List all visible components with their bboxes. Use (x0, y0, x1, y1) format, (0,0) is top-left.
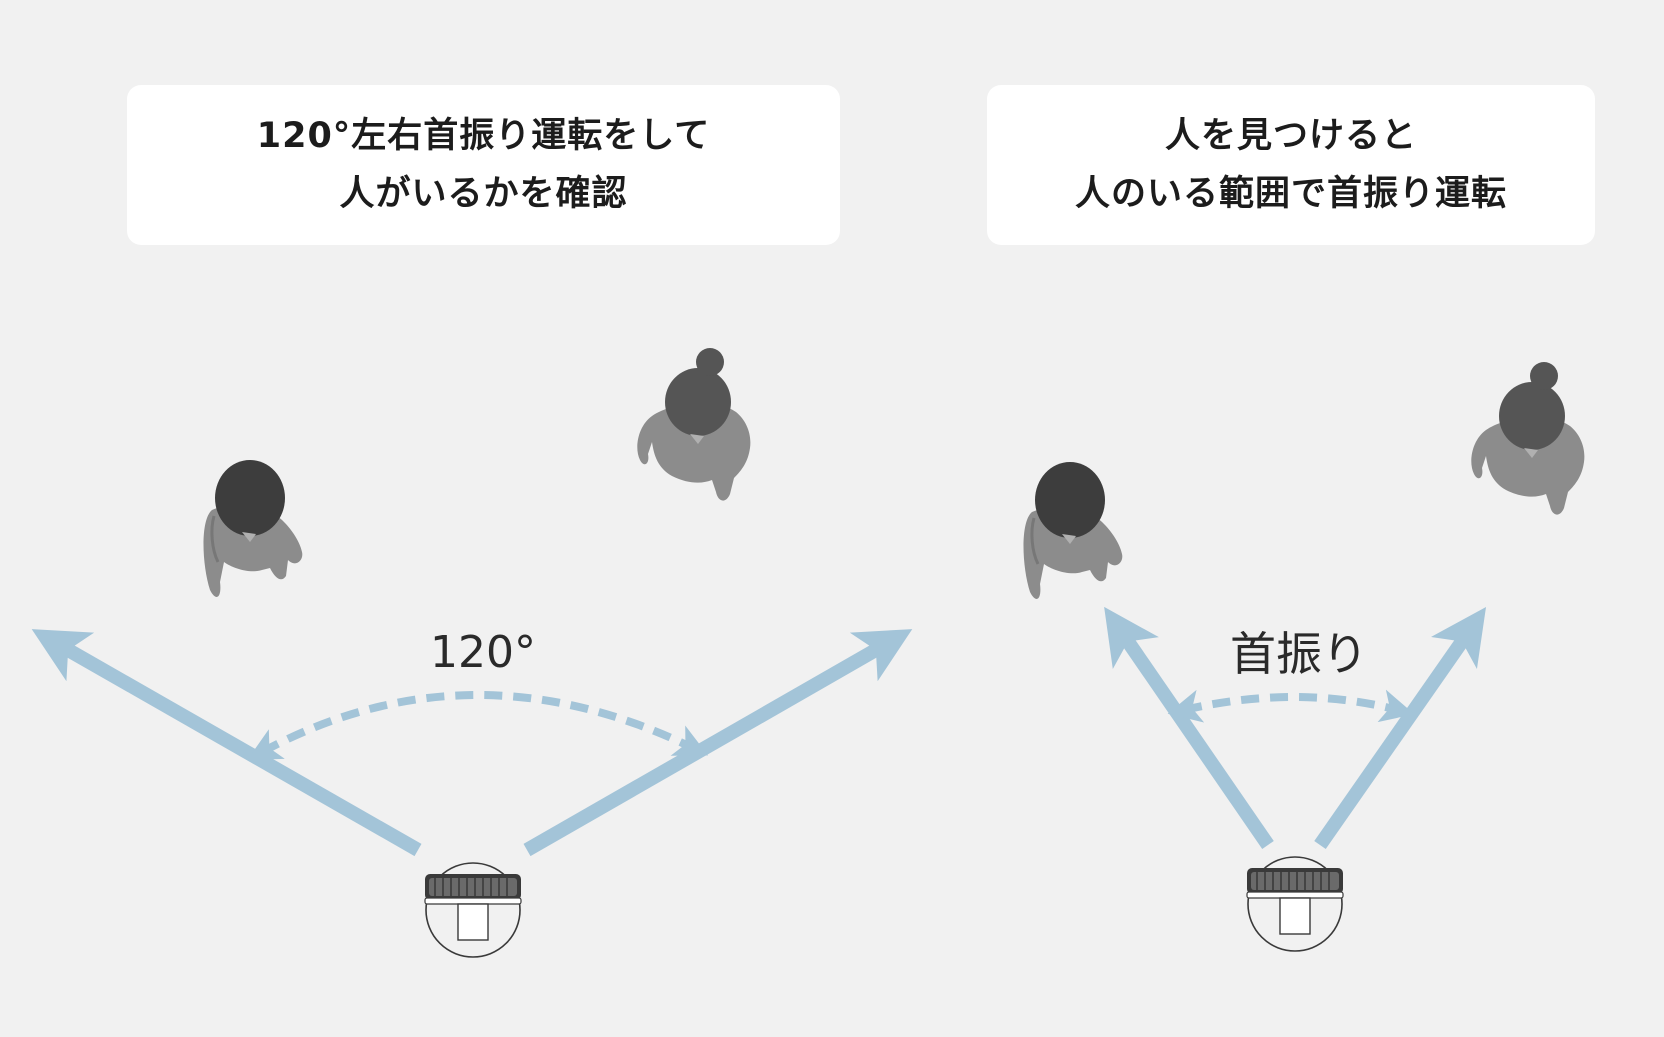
right-person-2 (1471, 362, 1585, 515)
right-sweep-arc (1167, 689, 1415, 723)
right-arrow-left (1104, 606, 1274, 849)
left-arrow-right (523, 629, 913, 857)
right-caption-line-1: 人を見つけると (1164, 116, 1417, 156)
left-person-1 (202, 458, 304, 599)
left-sweep-arc (247, 691, 709, 760)
right-person-1 (1022, 460, 1124, 601)
right-fan-icon (1246, 856, 1344, 952)
left-sweep-label: 120° (430, 627, 536, 678)
left-caption-line-1: 120°左右首振り運転をして (256, 116, 711, 156)
right-caption-line-2: 人のいる範囲で首振り運転 (1074, 174, 1507, 214)
right-caption-box: 人を見つけると 人のいる範囲で首振り運転 (987, 85, 1595, 245)
left-fan-icon (424, 862, 522, 958)
right-arrow-right (1314, 607, 1487, 850)
right-sweep-label: 首振り (1230, 627, 1368, 681)
left-person-2 (637, 348, 751, 501)
left-arrow-left (31, 629, 422, 857)
left-caption-box: 120°左右首振り運転をして 人がいるかを確認 (127, 85, 840, 245)
left-caption-line-2: 人がいるかを確認 (339, 174, 628, 214)
